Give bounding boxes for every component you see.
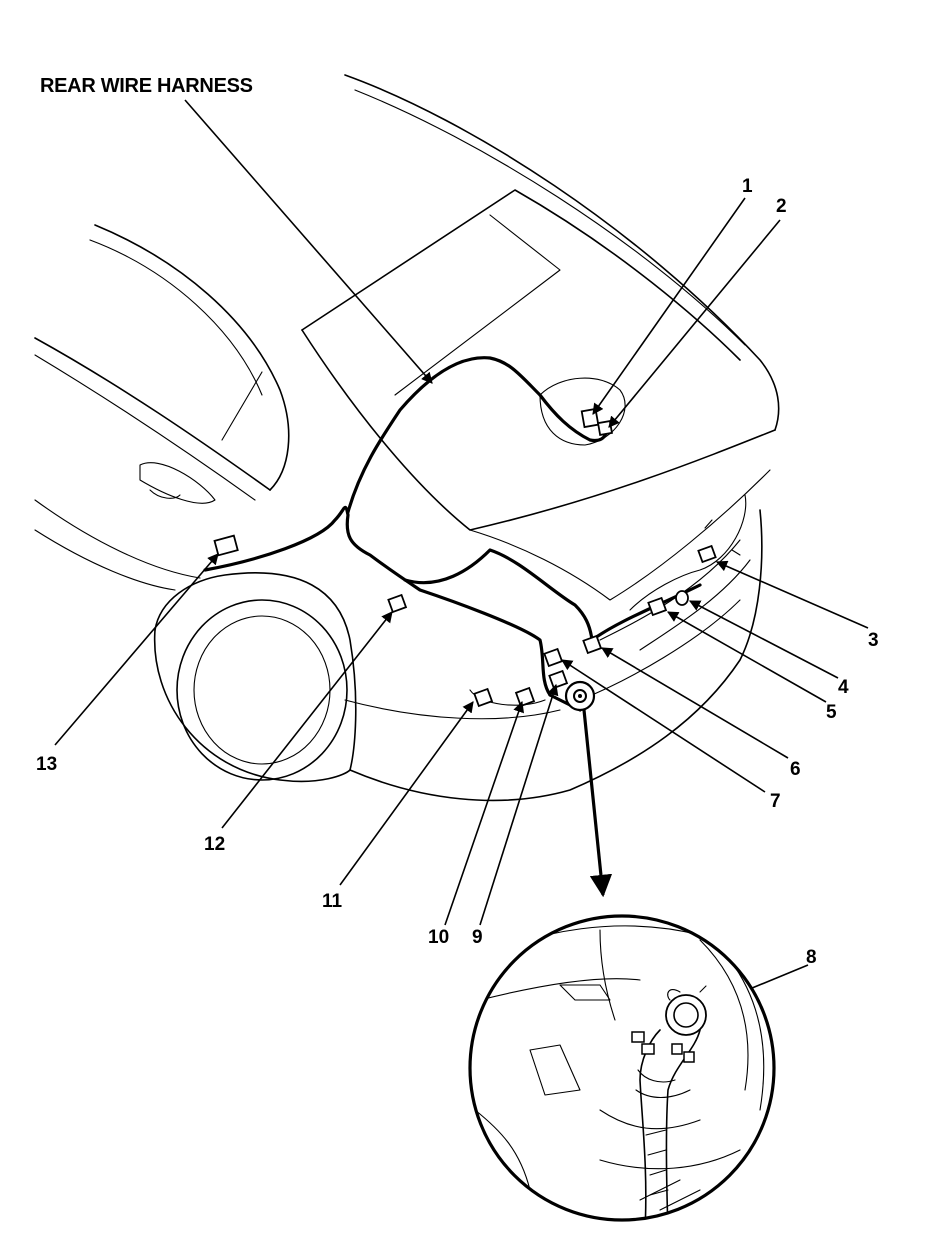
callout-12: 12 xyxy=(204,834,225,855)
callout-5: 5 xyxy=(826,702,837,723)
connectors xyxy=(213,407,717,712)
connector-12 xyxy=(387,593,408,614)
callout-11: 11 xyxy=(322,891,343,912)
callout-6: 6 xyxy=(790,759,801,780)
callout-7: 7 xyxy=(770,791,781,812)
callout-2: 2 xyxy=(776,196,787,217)
callout-4: 4 xyxy=(838,677,849,698)
wire-harness-route xyxy=(203,356,702,712)
connector-1 xyxy=(580,407,600,429)
connector-3 xyxy=(697,544,717,564)
connector-6 xyxy=(582,634,603,655)
callout-8: 8 xyxy=(806,947,817,968)
callout-3: 3 xyxy=(868,630,879,651)
detail-inset xyxy=(468,914,776,1222)
connector-9 xyxy=(548,669,569,690)
connector-2 xyxy=(597,420,613,436)
connector-4 xyxy=(675,590,689,606)
connector-7 xyxy=(543,647,564,668)
connector-5 xyxy=(647,596,668,617)
connector-11 xyxy=(473,687,494,708)
diagram-title: REAR WIRE HARNESS xyxy=(40,75,253,97)
callout-9: 9 xyxy=(472,927,483,948)
connector-13 xyxy=(213,534,239,557)
callout-13: 13 xyxy=(36,754,57,775)
callout-10: 10 xyxy=(428,927,449,948)
callout-labels: 1 2 3 4 5 6 7 8 9 10 11 12 13 xyxy=(36,176,879,968)
leader-lines xyxy=(54,99,869,1014)
connector-10 xyxy=(514,686,536,708)
callout-1: 1 xyxy=(742,176,753,197)
car-body xyxy=(34,74,780,802)
